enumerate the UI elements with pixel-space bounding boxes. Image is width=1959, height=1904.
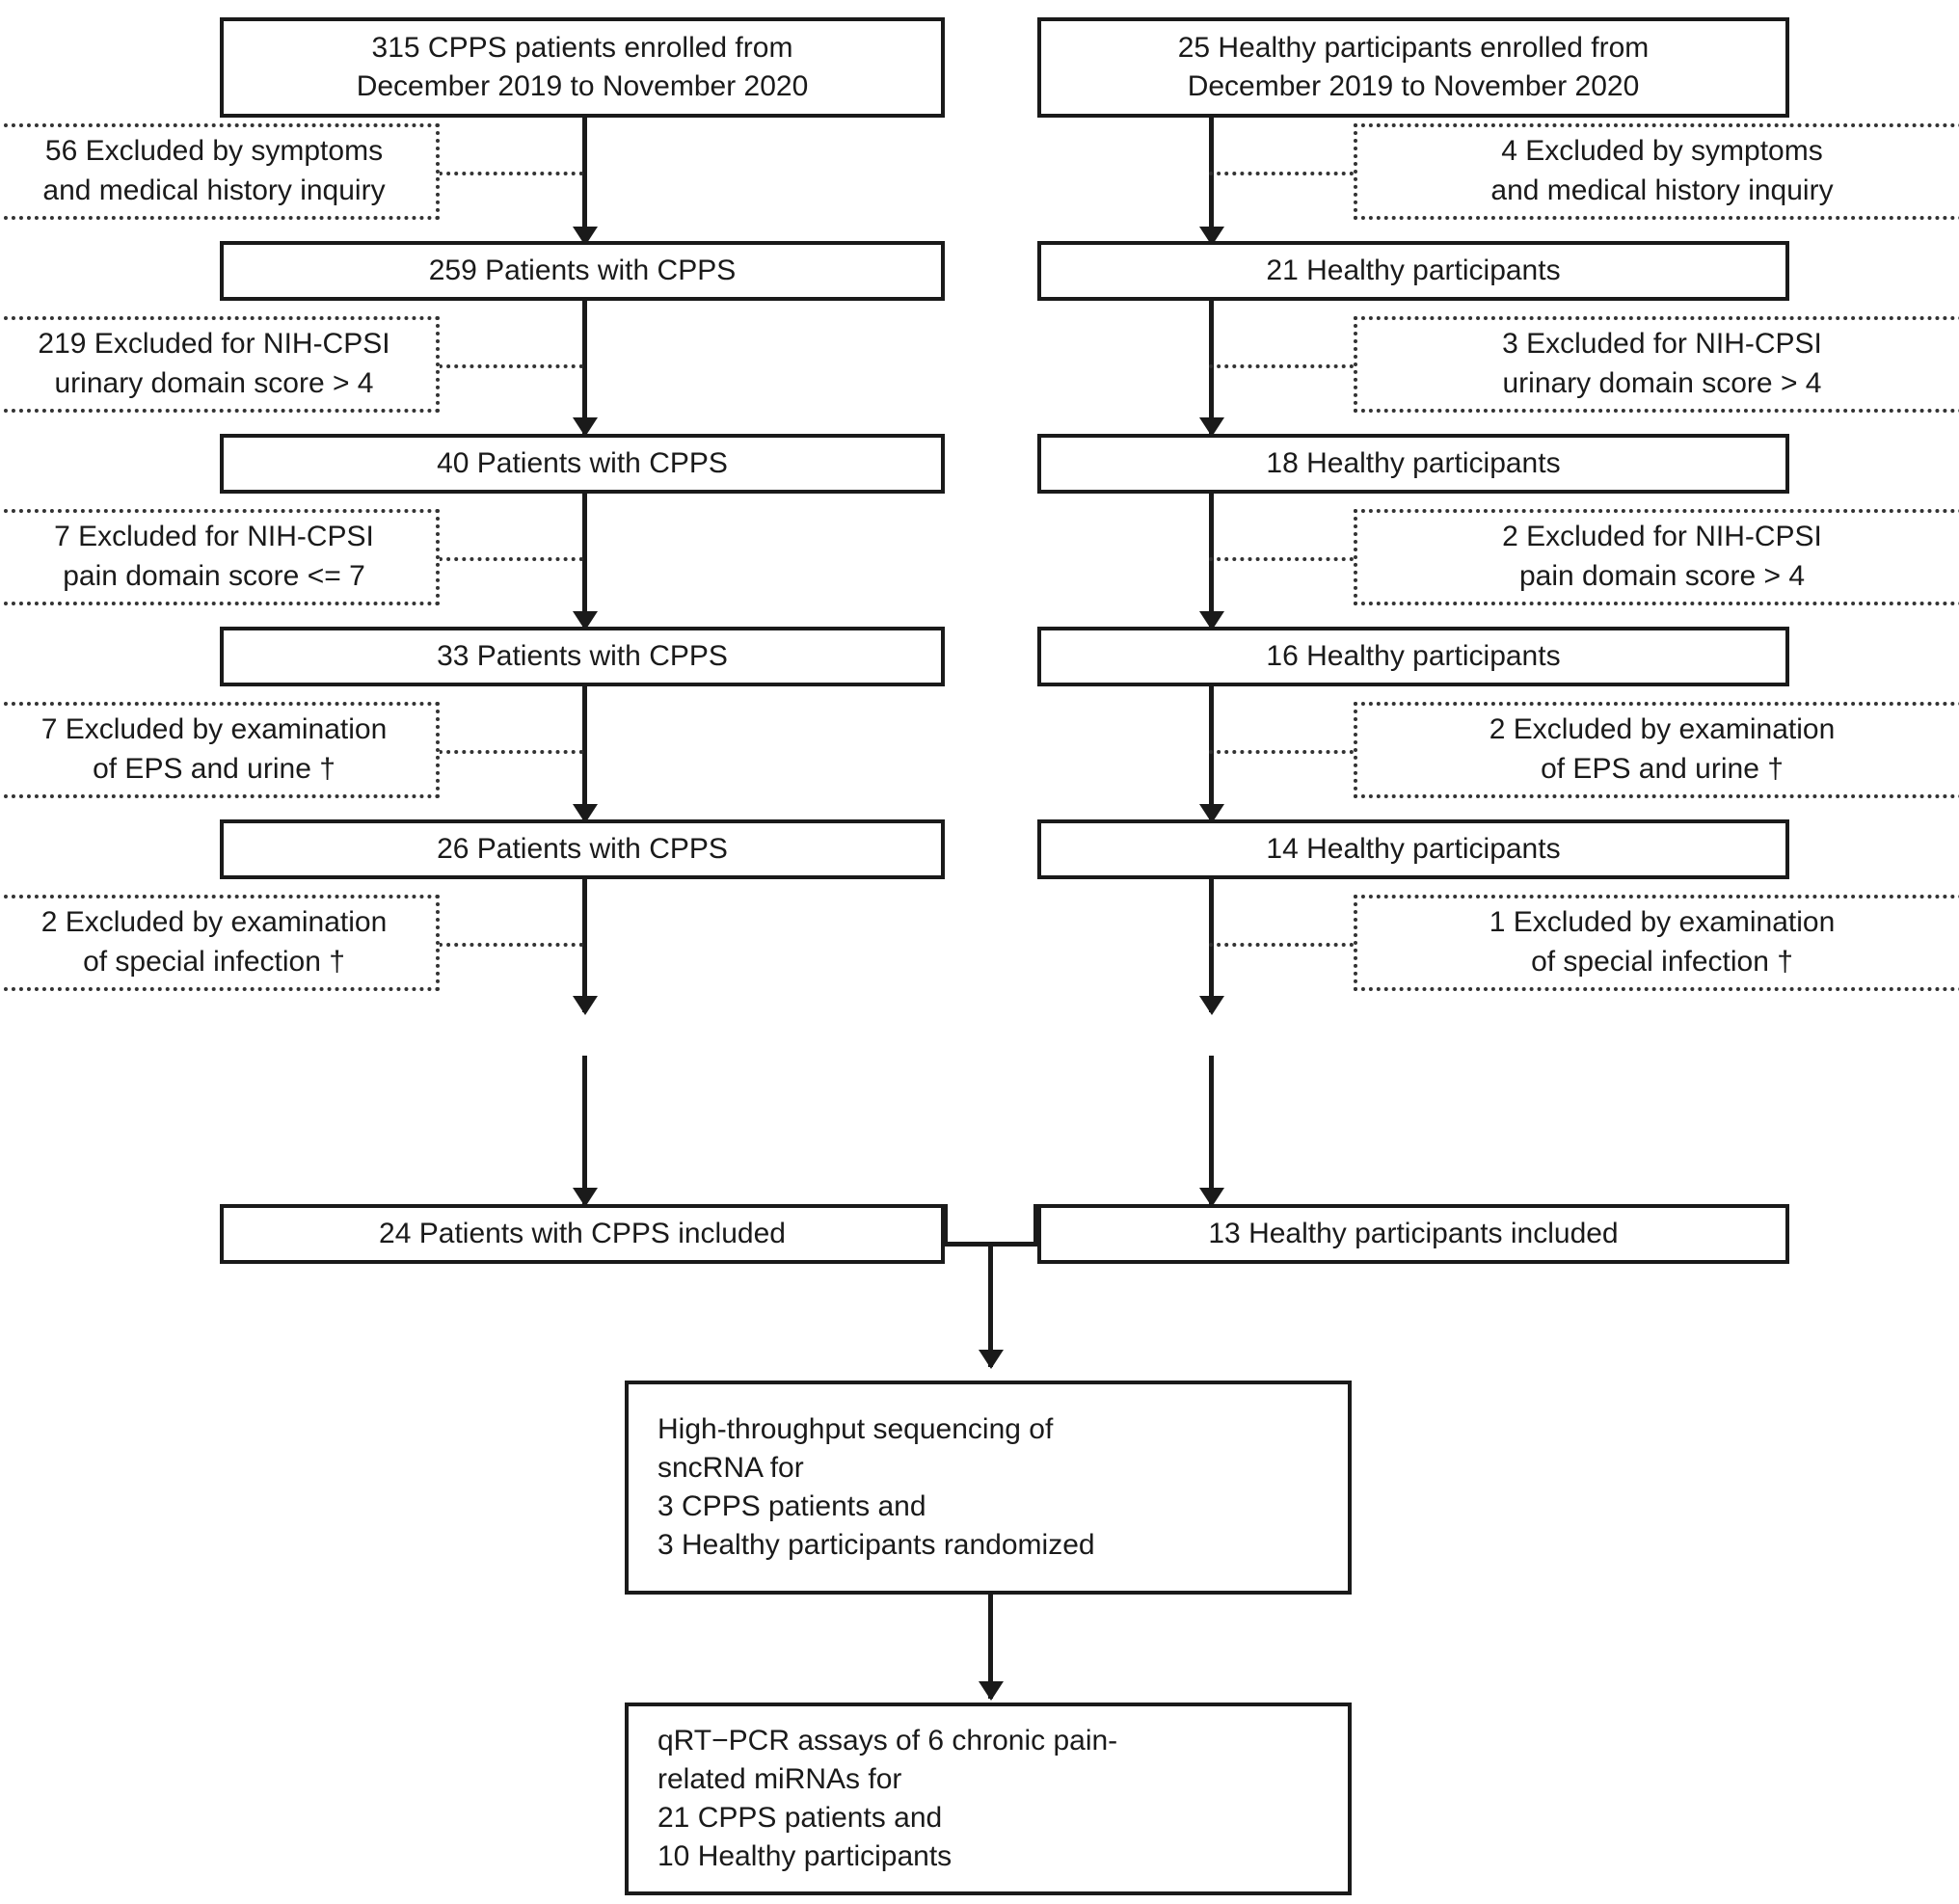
connector-right-2 [1209, 285, 1214, 434]
box-left-after-urinary-text: 40 Patients with CPPS [437, 446, 728, 479]
arrowhead-left-2 [573, 417, 598, 437]
connector-left-5 [582, 864, 587, 1012]
excl-right-urinary-text: 3 Excluded for NIH-CPSI urinary domain s… [1502, 328, 1822, 399]
connector-left-1 [582, 96, 587, 243]
stub-left-symptoms [439, 172, 583, 175]
box-left-enrolled-text: 315 CPPS patients enrolled from December… [356, 31, 809, 102]
arrowhead-right-2 [1199, 417, 1224, 437]
box-right-after-pain: 16 Healthy participants [1037, 627, 1789, 686]
box-left-after-pain-text: 33 Patients with CPPS [437, 639, 728, 672]
box-right-included: 13 Healthy participants included [1037, 1204, 1789, 1264]
arrowhead-left-4 [573, 804, 598, 823]
stub-right-infection [1209, 943, 1354, 947]
excl-left-eps-text: 7 Excluded by examination of EPS and uri… [40, 713, 388, 785]
box-left-after-urinary: 40 Patients with CPPS [220, 434, 945, 494]
excl-right-urinary: 3 Excluded for NIH-CPSI urinary domain s… [1354, 316, 1959, 413]
excl-right-symptoms-text: 4 Excluded by symptoms and medical histo… [1490, 135, 1834, 206]
connector-sequencing-to-qrtpcr [988, 1595, 993, 1699]
box-right-enrolled: 25 Healthy participants enrolled from De… [1037, 17, 1789, 118]
box-left-after-eps-text: 26 Patients with CPPS [437, 832, 728, 865]
box-sequencing-text: High-throughput sequencing of sncRNA for… [657, 1412, 1095, 1562]
excl-right-eps: 2 Excluded by examination of EPS and uri… [1354, 702, 1959, 798]
connector-right-6 [1209, 1056, 1214, 1204]
box-left-after-pain: 33 Patients with CPPS [220, 627, 945, 686]
connector-right-4 [1209, 672, 1214, 820]
arrowhead-merge [979, 1350, 1004, 1369]
excl-left-symptoms-text: 56 Excluded by symptoms and medical hist… [42, 135, 386, 206]
excl-left-infection: 2 Excluded by examination of special inf… [0, 895, 440, 991]
connector-left-2 [582, 285, 587, 434]
arrowhead-right-4 [1199, 804, 1224, 823]
box-right-after-urinary-text: 18 Healthy participants [1266, 446, 1561, 479]
merge-stub-left [943, 1204, 948, 1245]
arrowhead-right-3 [1199, 611, 1224, 630]
arrowhead-qrtpcr [979, 1681, 1004, 1701]
box-right-enrolled-text: 25 Healthy participants enrolled from De… [1177, 31, 1650, 102]
stub-right-urinary [1209, 364, 1354, 368]
stub-right-pain [1209, 557, 1354, 561]
excl-right-symptoms: 4 Excluded by symptoms and medical histo… [1354, 123, 1959, 220]
connector-right-3 [1209, 477, 1214, 628]
box-right-after-symptoms: 21 Healthy participants [1037, 241, 1789, 301]
excl-right-eps-text: 2 Excluded by examination of EPS and uri… [1489, 713, 1836, 785]
excl-left-urinary: 219 Excluded for NIH-CPSI urinary domain… [0, 316, 440, 413]
box-right-after-eps-text: 14 Healthy participants [1266, 832, 1561, 865]
arrowhead-right-6 [1199, 1188, 1224, 1207]
connector-left-6 [582, 1056, 587, 1204]
box-right-after-pain-text: 16 Healthy participants [1266, 639, 1561, 672]
stub-right-symptoms [1209, 172, 1354, 175]
box-left-after-eps: 26 Patients with CPPS [220, 819, 945, 879]
box-left-after-symptoms-text: 259 Patients with CPPS [428, 254, 737, 286]
excl-left-infection-text: 2 Excluded by examination of special inf… [40, 906, 388, 978]
box-right-after-symptoms-text: 21 Healthy participants [1266, 254, 1561, 286]
excl-left-pain-text: 7 Excluded for NIH-CPSI pain domain scor… [54, 521, 374, 592]
arrowhead-left-3 [573, 611, 598, 630]
box-sequencing: High-throughput sequencing of sncRNA for… [625, 1381, 1352, 1595]
box-qrtpcr: qRT−PCR assays of 6 chronic pain- relate… [625, 1703, 1352, 1895]
stub-left-infection [439, 943, 583, 947]
connector-right-5 [1209, 864, 1214, 1012]
stub-left-eps [439, 750, 583, 754]
connector-left-3 [582, 477, 587, 628]
arrowhead-left-6 [573, 1188, 598, 1207]
merge-stub-right [1033, 1204, 1038, 1245]
excl-left-eps: 7 Excluded by examination of EPS and uri… [0, 702, 440, 798]
connector-merge-down [988, 1242, 993, 1367]
excl-right-pain-text: 2 Excluded for NIH-CPSI pain domain scor… [1502, 521, 1822, 592]
box-right-after-eps: 14 Healthy participants [1037, 819, 1789, 879]
excl-right-infection-text: 1 Excluded by examination of special inf… [1489, 906, 1836, 978]
excl-left-urinary-text: 219 Excluded for NIH-CPSI urinary domain… [38, 328, 390, 399]
excl-right-infection: 1 Excluded by examination of special inf… [1354, 895, 1959, 991]
arrowhead-left-5 [573, 996, 598, 1015]
stub-right-eps [1209, 750, 1354, 754]
connector-left-4 [582, 672, 587, 820]
stub-left-pain [439, 557, 583, 561]
box-left-enrolled: 315 CPPS patients enrolled from December… [220, 17, 945, 118]
stub-left-urinary [439, 364, 583, 368]
box-left-after-symptoms: 259 Patients with CPPS [220, 241, 945, 301]
box-left-included-text: 24 Patients with CPPS included [379, 1217, 786, 1249]
box-left-included: 24 Patients with CPPS included [220, 1204, 945, 1264]
arrowhead-right-5 [1199, 996, 1224, 1015]
excl-right-pain: 2 Excluded for NIH-CPSI pain domain scor… [1354, 509, 1959, 605]
box-qrtpcr-text: qRT−PCR assays of 6 chronic pain- relate… [657, 1724, 1118, 1873]
connector-right-1 [1209, 96, 1214, 243]
box-right-included-text: 13 Healthy participants included [1208, 1217, 1619, 1249]
excl-left-symptoms: 56 Excluded by symptoms and medical hist… [0, 123, 440, 220]
excl-left-pain: 7 Excluded for NIH-CPSI pain domain scor… [0, 509, 440, 605]
box-right-after-urinary: 18 Healthy participants [1037, 434, 1789, 494]
